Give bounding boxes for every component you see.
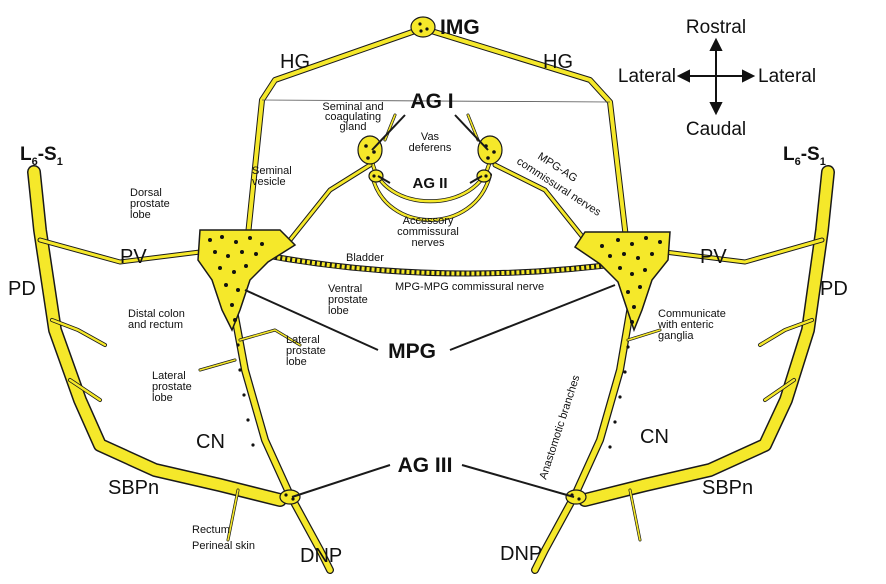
lateral-prostate-a-label-3: lobe [286,356,307,368]
ganglia-bodies [197,16,671,505]
accessory-label-2: commissural [397,226,459,238]
lateral-prostate-a-label-1: Lateral [286,334,320,346]
cn-left-label: CN [196,431,225,453]
pv-left-label: PV [120,246,147,268]
seminal-gland-label-1: Seminal and [322,101,383,113]
dnp-left-label: DNP [300,545,342,567]
hg-right-label: HG [543,51,573,73]
mpg-left [197,229,297,332]
ag3-label: AG III [398,454,453,477]
dorsal-prostate-label-3: lobe [130,209,151,221]
ventral-prostate-label-1: Ventral [328,283,362,295]
orientation-compass [676,37,756,116]
mpg-right [573,231,671,333]
ag1-label: AG I [410,90,453,113]
seminal-vesicle-label-2: vesicle [252,176,286,188]
img-ganglion [410,16,436,38]
seminal-gland-label-2: coagulating [325,111,381,123]
pd-right-label: PD [820,278,848,300]
l6s1-right-label: L6-S1 [783,144,826,168]
mpg-mpg-commissure [235,247,635,277]
seminal-gland-label-3: gland [340,121,367,133]
l6s1-left-label: L6-S1 [20,144,63,168]
seminal-vesicle-label-1: Seminal [252,165,292,177]
mpg-mpg-label: MPG-MPG commissural nerve [395,281,544,293]
pd-left-label: PD [8,278,36,300]
lateral-prostate-b-label-3: lobe [152,392,173,404]
ag3-left [279,489,301,505]
ag2-right [476,169,492,183]
callout-lines [244,114,616,498]
vas-label-2: deferens [409,142,452,154]
accessory-label-1: Accessory [403,215,454,227]
bladder-label: Bladder [346,252,384,264]
lateral-right-label: Lateral [758,66,816,87]
dnp-right-label: DNP [500,543,542,565]
distal-colon-label-1: Distal colon [128,308,185,320]
img-label: IMG [440,16,480,39]
caudal-label: Caudal [686,119,746,140]
lateral-prostate-b-label-1: Lateral [152,370,186,382]
sbpn-right-label: SBPn [702,477,753,499]
dorsal-prostate-label-1: Dorsal [130,187,162,199]
rectum-label-2: Perineal skin [192,540,255,552]
ventral-prostate-label-3: lobe [328,305,349,317]
ag2-left [368,169,384,183]
hg-nerves [245,27,629,241]
distal-colon-label-2: and rectum [128,319,183,331]
enteric-label-3: ganglia [658,330,694,342]
cn-right-label: CN [640,426,669,448]
anastomotic-label: Anastomotic branches [537,373,582,481]
mpg-label: MPG [388,340,436,363]
enteric-label-1: Communicate [658,308,726,320]
ag2-label: AG II [412,175,447,192]
enteric-label-2: with enteric [657,319,714,331]
pelvic-nerve-trunks [27,165,835,542]
lateral-prostate-a-label-2: prostate [286,345,326,357]
dorsal-prostate-label-2: prostate [130,198,170,210]
sbpn-left-label: SBPn [108,477,159,499]
ventral-prostate-label-2: prostate [328,294,368,306]
ag1-right [477,135,503,165]
lateral-left-label: Lateral [618,66,676,87]
hg-left-label: HG [280,51,310,73]
rostral-label: Rostral [686,17,746,38]
rectum-label-1: Rectum [192,524,230,536]
vas-label-1: Vas [421,131,440,143]
pv-right-label: PV [700,246,727,268]
ag3-right [565,489,587,505]
lateral-prostate-b-label-2: prostate [152,381,192,393]
accessory-label-3: nerves [411,237,445,249]
ag1-left [357,135,383,165]
cavernous-nerves [198,296,662,574]
